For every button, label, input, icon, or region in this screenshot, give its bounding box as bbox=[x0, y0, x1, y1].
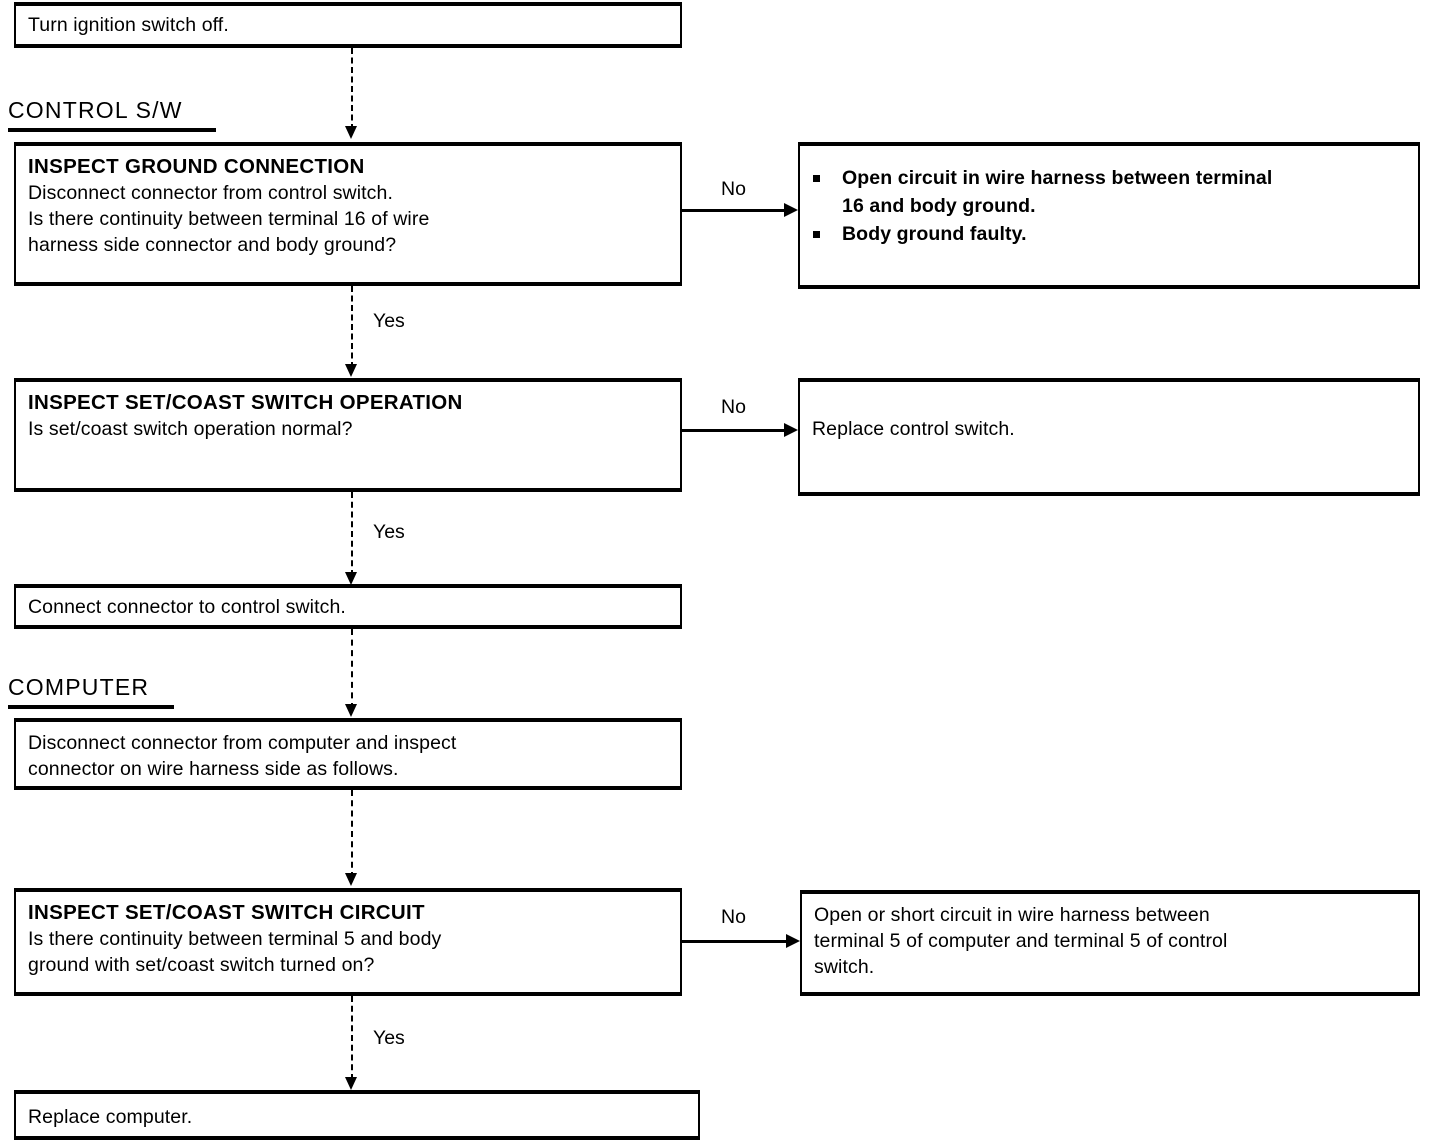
node-text-line-3: switch. bbox=[814, 956, 875, 978]
node-text-line-2: connector on wire harness side as follow… bbox=[28, 758, 399, 780]
node-disconnect-computer-connector: Disconnect connector from computer and i… bbox=[14, 718, 682, 790]
node-text-line-1: Disconnect connector from control switch… bbox=[28, 182, 393, 204]
edge-label-no-1: No bbox=[721, 178, 746, 200]
bullet-text-line-1: Body ground faulty. bbox=[842, 223, 1027, 245]
node-ground-fault-results: Open circuit in wire harness between ter… bbox=[798, 142, 1420, 289]
node-text-line-1: Disconnect connector from computer and i… bbox=[28, 732, 457, 754]
arrow-down-icon bbox=[345, 873, 357, 886]
node-title: INSPECT SET/COAST SWITCH OPERATION bbox=[28, 391, 463, 414]
node-title: INSPECT GROUND CONNECTION bbox=[28, 155, 365, 178]
connector-operation-to-connect bbox=[351, 492, 353, 576]
arrow-down-icon bbox=[345, 1077, 357, 1090]
node-text-line-1: Is set/coast switch operation normal? bbox=[28, 418, 353, 440]
bullet-icon bbox=[813, 231, 820, 238]
section-heading-control-sw: CONTROL S/W bbox=[8, 97, 183, 123]
node-text: Replace control switch. bbox=[812, 418, 1015, 440]
arrow-down-icon bbox=[345, 126, 357, 139]
bullet-icon bbox=[813, 175, 820, 182]
node-text-line-1: Open or short circuit in wire harness be… bbox=[814, 904, 1210, 926]
node-inspect-setcoast-circuit: INSPECT SET/COAST SWITCH CIRCUIT Is ther… bbox=[14, 888, 682, 996]
connector-connect-to-disconnect bbox=[351, 629, 353, 709]
edge-label-yes-1: Yes bbox=[373, 310, 405, 332]
node-text-line-2: terminal 5 of computer and terminal 5 of… bbox=[814, 930, 1228, 952]
node-text: Replace computer. bbox=[28, 1106, 193, 1128]
node-text-line-3: harness side connector and body ground? bbox=[28, 234, 397, 256]
bullet-text-line-1: Open circuit in wire harness between ter… bbox=[842, 167, 1273, 189]
arrow-right-icon bbox=[784, 203, 798, 217]
section-heading-computer: COMPUTER bbox=[8, 674, 150, 700]
arrow-right-icon bbox=[786, 934, 800, 948]
edge-label-no-3: No bbox=[721, 906, 746, 928]
node-text-line-2: ground with set/coast switch turned on? bbox=[28, 954, 375, 976]
node-connect-connector: Connect connector to control switch. bbox=[14, 584, 682, 629]
section-underline-computer bbox=[8, 705, 174, 709]
bullet-item: Open circuit in wire harness between ter… bbox=[800, 164, 1418, 220]
edge-label-no-2: No bbox=[721, 396, 746, 418]
bullet-item: Body ground faulty. bbox=[800, 220, 1418, 248]
edge-label-yes-3: Yes bbox=[373, 1027, 405, 1049]
node-turn-ignition-off: Turn ignition switch off. bbox=[14, 2, 682, 48]
node-replace-control-switch: Replace control switch. bbox=[798, 378, 1420, 496]
node-title: INSPECT SET/COAST SWITCH CIRCUIT bbox=[28, 901, 425, 924]
section-underline-control-sw bbox=[8, 128, 216, 132]
arrow-down-icon bbox=[345, 364, 357, 377]
node-text-line-2: Is there continuity between terminal 16 … bbox=[28, 208, 430, 230]
node-replace-computer: Replace computer. bbox=[14, 1090, 700, 1140]
bullet-text-line-2: 16 and body ground. bbox=[842, 195, 1036, 217]
connector-disconnect-to-circuit bbox=[351, 790, 353, 878]
node-text: Turn ignition switch off. bbox=[28, 14, 229, 36]
arrow-right-icon bbox=[784, 423, 798, 437]
connector-operation-to-replace-switch bbox=[682, 429, 792, 432]
connector-ground-to-operation bbox=[351, 286, 353, 368]
node-text: Connect connector to control switch. bbox=[28, 596, 346, 618]
connector-circuit-to-replace-computer bbox=[351, 996, 353, 1080]
node-inspect-ground-connection: INSPECT GROUND CONNECTION Disconnect con… bbox=[14, 142, 682, 286]
edge-label-yes-2: Yes bbox=[373, 521, 405, 543]
connector-circuit-to-fault bbox=[682, 940, 794, 943]
node-inspect-setcoast-operation: INSPECT SET/COAST SWITCH OPERATION Is se… bbox=[14, 378, 682, 492]
arrow-down-icon bbox=[345, 572, 357, 585]
connector-ground-to-fault bbox=[682, 209, 792, 212]
node-circuit-fault-result: Open or short circuit in wire harness be… bbox=[800, 890, 1420, 996]
node-text-line-1: Is there continuity between terminal 5 a… bbox=[28, 928, 442, 950]
connector-start-to-ground bbox=[351, 48, 353, 130]
arrow-down-icon bbox=[345, 704, 357, 717]
